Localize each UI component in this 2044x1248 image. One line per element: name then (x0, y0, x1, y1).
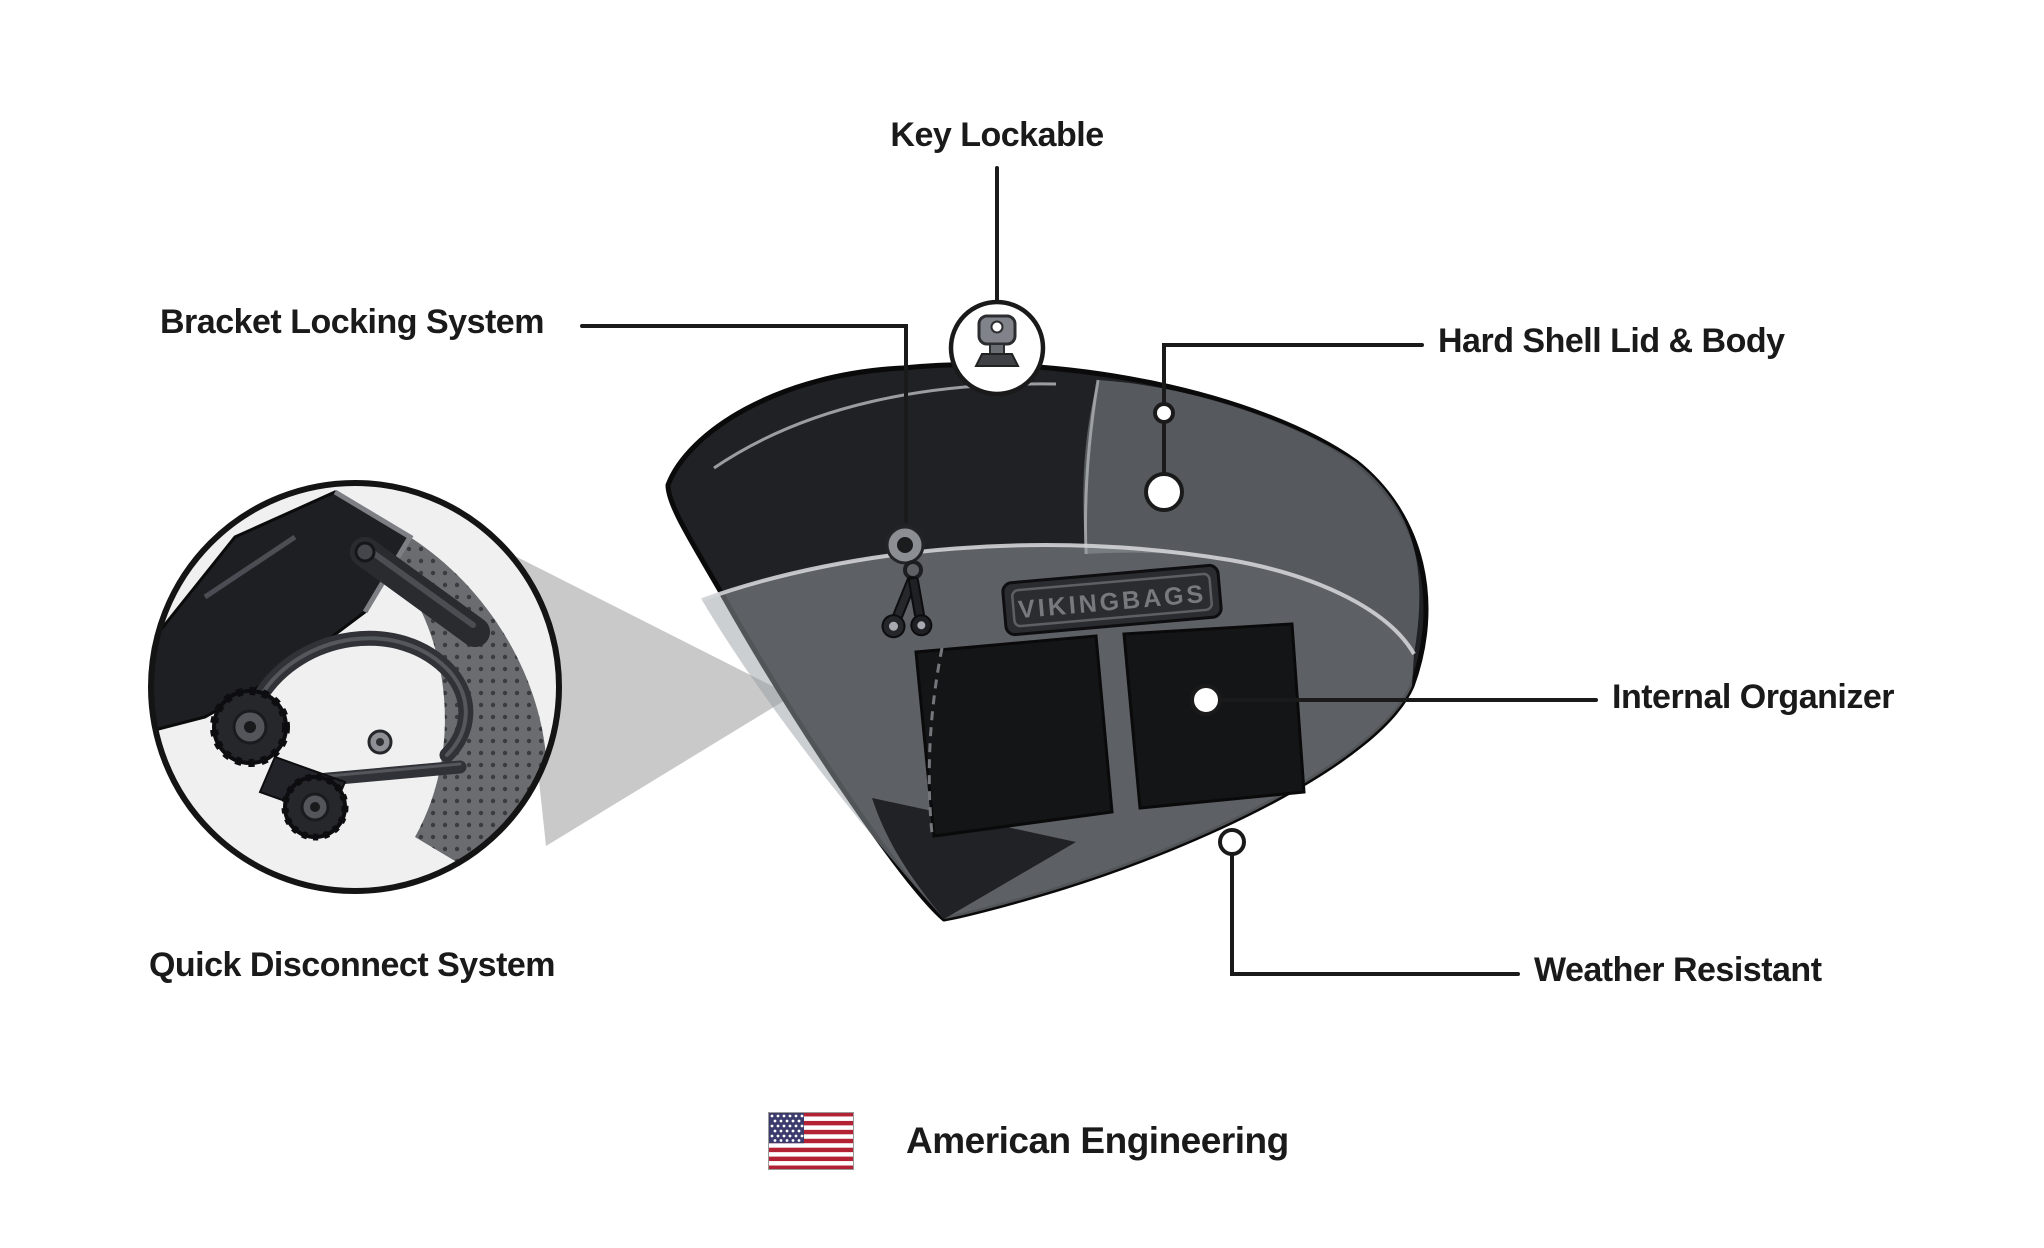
footer: American Engineering (768, 1112, 1289, 1170)
translucent-lid-panel (1083, 380, 1420, 654)
callout-dot-internal-organizer (1190, 684, 1222, 716)
callout-label-internal-organizer: Internal Organizer (1612, 678, 1894, 716)
lock-and-keys (881, 525, 933, 639)
callout-line-hard-shell (1162, 343, 1424, 404)
organizer-pocket-right (1122, 622, 1306, 810)
lid-divider-highlight (1084, 379, 1100, 555)
organizer-pocket-left (914, 634, 1114, 838)
inset-circle-outline (148, 480, 562, 894)
callout-lines (580, 166, 1598, 976)
callout-label-key-lockable: Key Lockable (890, 116, 1104, 154)
callout-dot-hard-shell-large (1144, 472, 1184, 512)
callout-label-quick-disconnect-system: Quick Disconnect System (148, 946, 556, 984)
callout-dot-weather-resistant (1218, 828, 1246, 856)
lid-seam-line (701, 543, 1416, 655)
callout-line-weather-resistant (1230, 853, 1520, 976)
callout-dot-hard-shell-small (1153, 402, 1175, 424)
bottom-shadow-wedge (872, 798, 1076, 919)
key-icon (974, 314, 1020, 367)
saddlebag-illustration: VIKINGBAGS (665, 362, 1429, 922)
us-flag-icon (768, 1112, 854, 1170)
callout-line-bracket-locking (580, 324, 908, 523)
footer-label-american-engineering: American Engineering (906, 1120, 1289, 1161)
callout-dots (1144, 402, 1246, 856)
callout-label-weather-resistant: Weather Resistant (1534, 951, 1822, 989)
callout-label-hard-shell-lid-body: Hard Shell Lid & Body (1438, 322, 1785, 360)
callout-label-bracket-locking-system: Bracket Locking System (160, 303, 544, 341)
inset-beam (515, 556, 792, 846)
knob-small (281, 773, 349, 841)
knob-large (210, 687, 290, 767)
key-lockable-target (948, 299, 1046, 397)
stitch-line (927, 647, 944, 835)
vikingbags-badge: VIKINGBAGS (1001, 563, 1223, 637)
quick-disconnect-inset (148, 480, 562, 894)
